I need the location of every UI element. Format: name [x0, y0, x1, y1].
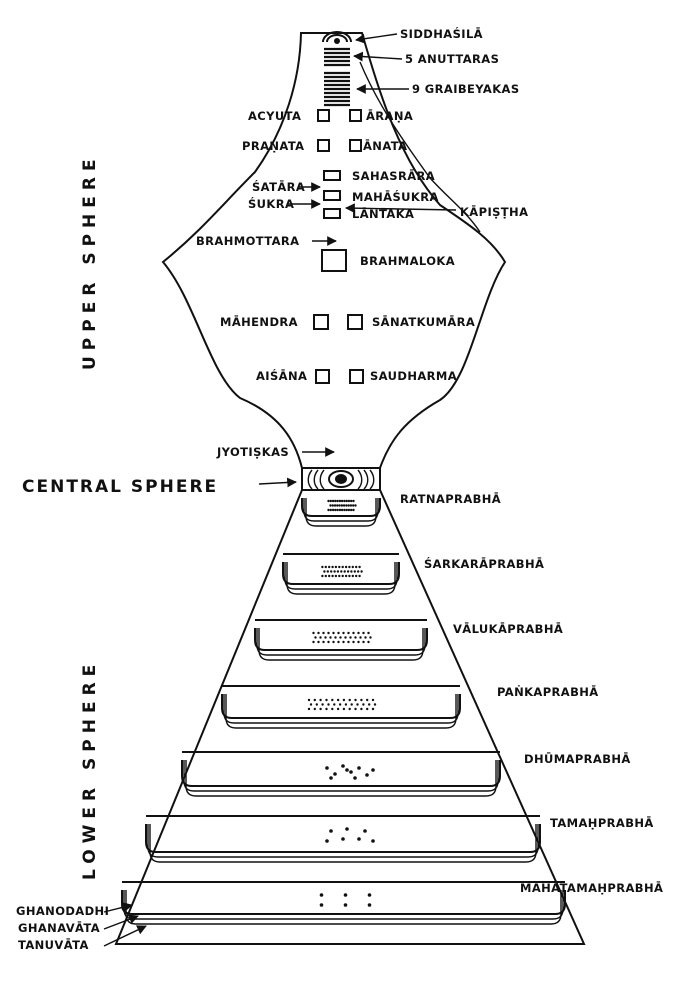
label-siddhasila: SIDDHAŚILĀ	[400, 26, 483, 41]
aisana-heaven-box	[315, 369, 330, 384]
sanatkumara-heaven-box	[347, 314, 363, 330]
lantaka-heaven-box	[323, 208, 341, 219]
label-pranata: PRAṆATA	[242, 139, 304, 153]
label-mahendra: MĀHENDRA	[220, 315, 298, 329]
acyuta-heaven-box	[317, 109, 330, 122]
hell-level-mahatamahprabha	[121, 881, 566, 925]
label-aisana: AIŚĀNA	[256, 368, 307, 383]
saudharma-heaven-box	[349, 369, 364, 384]
hell-levels	[121, 489, 566, 925]
label-kapistha: KĀPIṢṬHA	[460, 205, 528, 219]
label-tanuvata: TANUVĀTA	[18, 938, 89, 952]
label-sahasrara: SAHASRĀRA	[352, 169, 435, 183]
label-pankaprabha: PAṄKAPRABHĀ	[497, 684, 599, 699]
pranata-heaven-box	[317, 139, 330, 152]
label-ratnaprabha: RATNAPRABHĀ	[400, 492, 501, 506]
siddhasila-crescent-icon	[322, 31, 352, 44]
label-mahatamahprabha: MAHĀTAMAḤPRABHĀ	[520, 881, 663, 895]
label-brahmottara: BRAHMOTTARA	[196, 234, 299, 248]
label-lower-sphere: LOWER SPHERE	[80, 659, 100, 880]
central-sphere-disc	[301, 467, 381, 491]
label-anata: ĀNATA	[363, 139, 407, 153]
label-jyotiskas: JYOTIṢKAS	[216, 445, 289, 459]
label-anuttaras: 5 ANUTTARAS	[405, 52, 499, 66]
label-sarkaraprabha: ŚARKARĀPRABHĀ	[424, 556, 544, 571]
hell-level-tamahprabha	[145, 815, 541, 863]
label-upper-sphere: UPPER SPHERE	[80, 153, 100, 370]
label-valukaprabha: VĀLUKĀPRABHĀ	[453, 622, 563, 636]
label-brahmaloka: BRAHMALOKA	[360, 254, 455, 268]
hell-level-valukaprabha	[254, 619, 428, 661]
sahasrara-heaven-box	[323, 170, 341, 181]
anata-heaven-box	[349, 139, 362, 152]
label-tamahprabha: TAMAḤPRABHĀ	[550, 816, 654, 830]
brahmaloka-heaven-box	[321, 249, 347, 272]
mahasukra-heaven-box	[323, 190, 341, 201]
label-dhumaprabha: DHŪMAPRABHĀ	[524, 751, 631, 766]
hell-level-dhumaprabha	[181, 751, 501, 797]
label-acyuta: ACYUTA	[248, 109, 301, 123]
hell-level-sarkaraprabha	[282, 553, 400, 595]
label-lantaka: LĀNTAKA	[352, 207, 414, 221]
lower-sphere-outline	[114, 489, 586, 945]
hell-level-ratnaprabha	[301, 489, 381, 527]
label-ghanavata: GHANAVĀTA	[18, 921, 100, 935]
label-mahasukra: MAHĀŚUKRA	[352, 189, 439, 204]
label-arana: ĀRAṆA	[366, 109, 413, 123]
label-saudharma: SAUDHARMA	[370, 369, 457, 383]
arana-heaven-box	[349, 109, 362, 122]
heaven-layers-stack	[324, 47, 350, 107]
label-ghanodadhi: GHANODADHI	[16, 904, 109, 918]
mahendra-heaven-box	[313, 314, 329, 330]
hell-level-pankaprabha	[221, 685, 461, 729]
label-sukra: ŚUKRA	[248, 196, 294, 211]
label-sanatkumara: SĀNATKUMĀRA	[372, 315, 475, 329]
upper-inner-line	[359, 61, 481, 233]
label-satara: ŚATĀRA	[252, 179, 305, 194]
label-graibeyakas: 9 GRAIBEYAKAS	[412, 82, 520, 96]
label-central-sphere: CENTRAL SPHERE	[22, 477, 218, 497]
